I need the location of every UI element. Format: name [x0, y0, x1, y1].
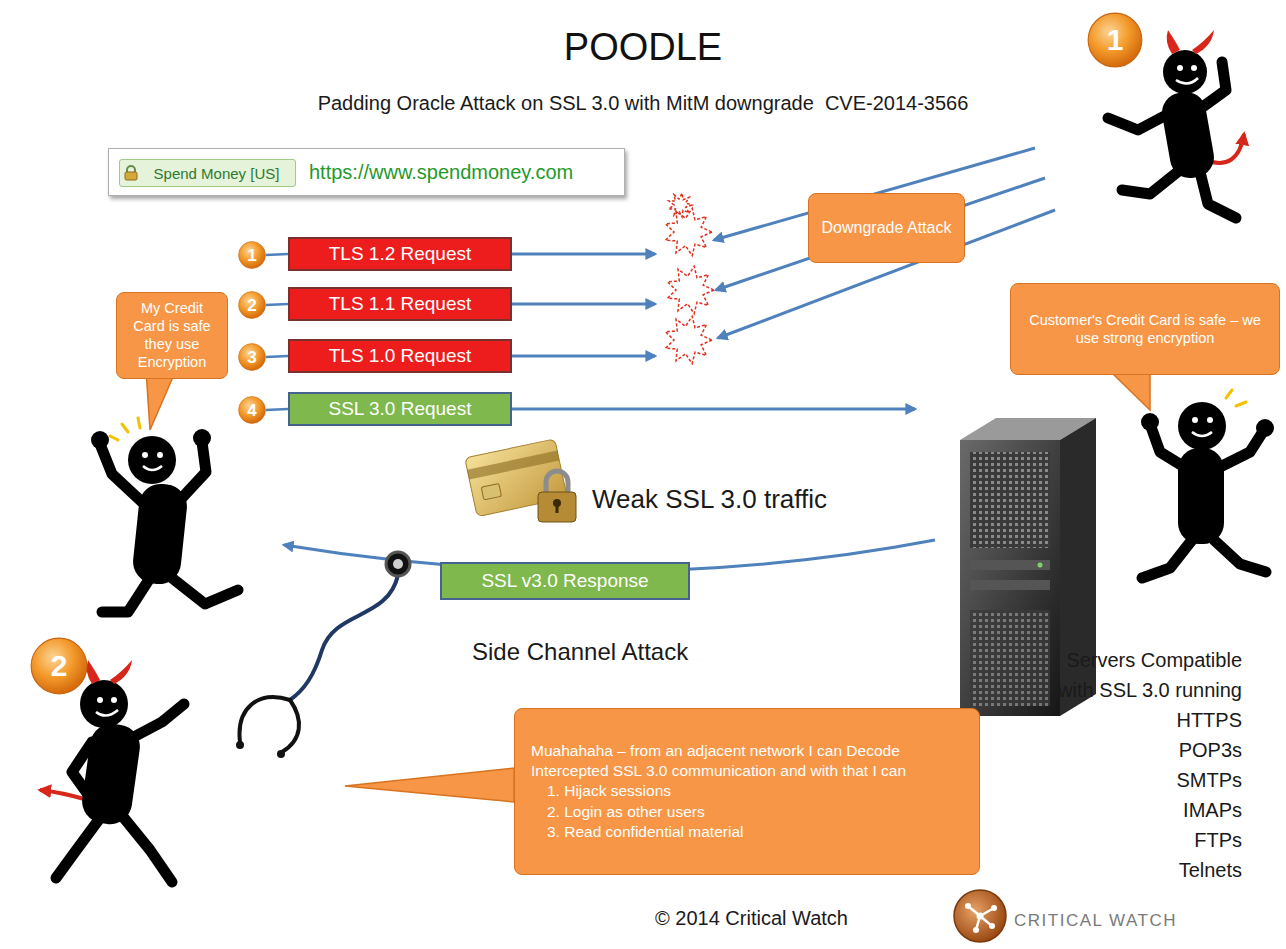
callout-number: 2	[30, 637, 88, 695]
node-text: Spend Money [US]	[154, 165, 280, 182]
node-text: TLS 1.0 Request	[329, 345, 472, 367]
list-item: 2. Login as other users	[531, 802, 705, 822]
node-text: TLS 1.2 Request	[329, 243, 472, 265]
protocol-item: FTPs	[1030, 825, 1242, 855]
attack-box: Downgrade Attack	[808, 193, 965, 263]
connector	[266, 356, 288, 357]
explosion	[667, 266, 714, 313]
node-text: https://www.spendmoney.com	[309, 161, 573, 184]
request-box: SSL 3.0 Request	[288, 392, 512, 426]
connector	[266, 254, 288, 255]
client-figure	[91, 418, 238, 612]
explosion	[665, 208, 712, 255]
node-text: My Credit Card is safe they use Encrypti…	[125, 299, 219, 372]
node-text: Downgrade Attack	[822, 218, 952, 238]
step-number: 4	[238, 396, 266, 424]
callout-tail	[345, 768, 514, 802]
request-arrow	[512, 355, 655, 358]
speech-callout: My Credit Card is safe they use Encrypti…	[116, 292, 228, 379]
list-item: 3. Read confidential material	[531, 822, 743, 842]
attack-arrow	[718, 210, 1055, 338]
copyright: © 2014 Critical Watch	[655, 903, 935, 933]
company-logo	[954, 890, 1006, 942]
subtitle: Padding Oracle Attack on SSL 3.0 with Mi…	[100, 88, 1186, 118]
server-owner-figure	[1141, 390, 1274, 578]
credit-card-lock	[465, 439, 576, 522]
traffic-label: Weak SSL 3.0 traffic	[592, 484, 912, 514]
server-note: Servers Compatible with SSL 3.0 running	[1030, 645, 1242, 705]
request-arrow	[512, 408, 915, 411]
protocol-item: IMAPs	[1030, 795, 1242, 825]
request-arrow	[512, 303, 655, 306]
response-box: SSL v3.0 Response	[440, 562, 690, 600]
company-name: CRITICAL WATCH	[1014, 906, 1244, 936]
node-text: SSL v3.0 Response	[481, 570, 648, 592]
explosion	[669, 193, 692, 217]
request-box: TLS 1.1 Request	[288, 287, 512, 321]
explosion	[665, 316, 712, 363]
request-arrow	[512, 253, 655, 256]
node-text: Customer's Credit Card is safe – we use …	[1019, 311, 1271, 347]
node-text: TLS 1.1 Request	[329, 293, 472, 315]
step-number: 1	[238, 241, 266, 269]
lock-icon	[124, 165, 138, 181]
request-box: TLS 1.0 Request	[288, 339, 512, 373]
connector	[266, 304, 288, 305]
node-text: 2	[51, 651, 68, 681]
node-text: 2	[247, 297, 256, 314]
speech-callout: Customer's Credit Card is safe – we use …	[1010, 283, 1280, 375]
step-number: 3	[238, 343, 266, 371]
protocol-item: POP3s	[1030, 735, 1242, 765]
protocol-item: HTTPS	[1030, 705, 1242, 735]
secure-site-badge: Spend Money [US]	[119, 159, 296, 187]
attack-arrows	[714, 148, 1055, 338]
connector	[266, 409, 288, 410]
step-number: 2	[238, 291, 266, 319]
node-text: 1	[247, 247, 256, 264]
protocol-item: SMTPs	[1030, 765, 1242, 795]
server-tower	[960, 418, 1096, 716]
request-box: TLS 1.2 Request	[288, 237, 512, 271]
speech-callout: Muahahaha – from an adjacent network I c…	[514, 708, 980, 875]
callout-tail	[146, 370, 176, 430]
stethoscope	[236, 552, 410, 758]
address-bar: https://www.spendmoney.com Spend Money [U…	[108, 148, 625, 196]
callout-number: 1	[1087, 12, 1143, 68]
attack-label: Side Channel Attack	[472, 637, 792, 667]
node-text: SSL 3.0 Request	[329, 398, 472, 420]
callout-tail	[1112, 373, 1150, 410]
node-text: 1	[1107, 25, 1124, 55]
node-text: 4	[247, 402, 256, 419]
request-arrows	[512, 254, 915, 409]
node-text: Muahahaha – from an adjacent network I c…	[531, 741, 963, 781]
protocol-item: Telnets	[1030, 855, 1242, 885]
node-text: 3	[247, 349, 256, 366]
list-item: 1. Hijack sessions	[531, 781, 671, 801]
explosions	[665, 193, 714, 363]
